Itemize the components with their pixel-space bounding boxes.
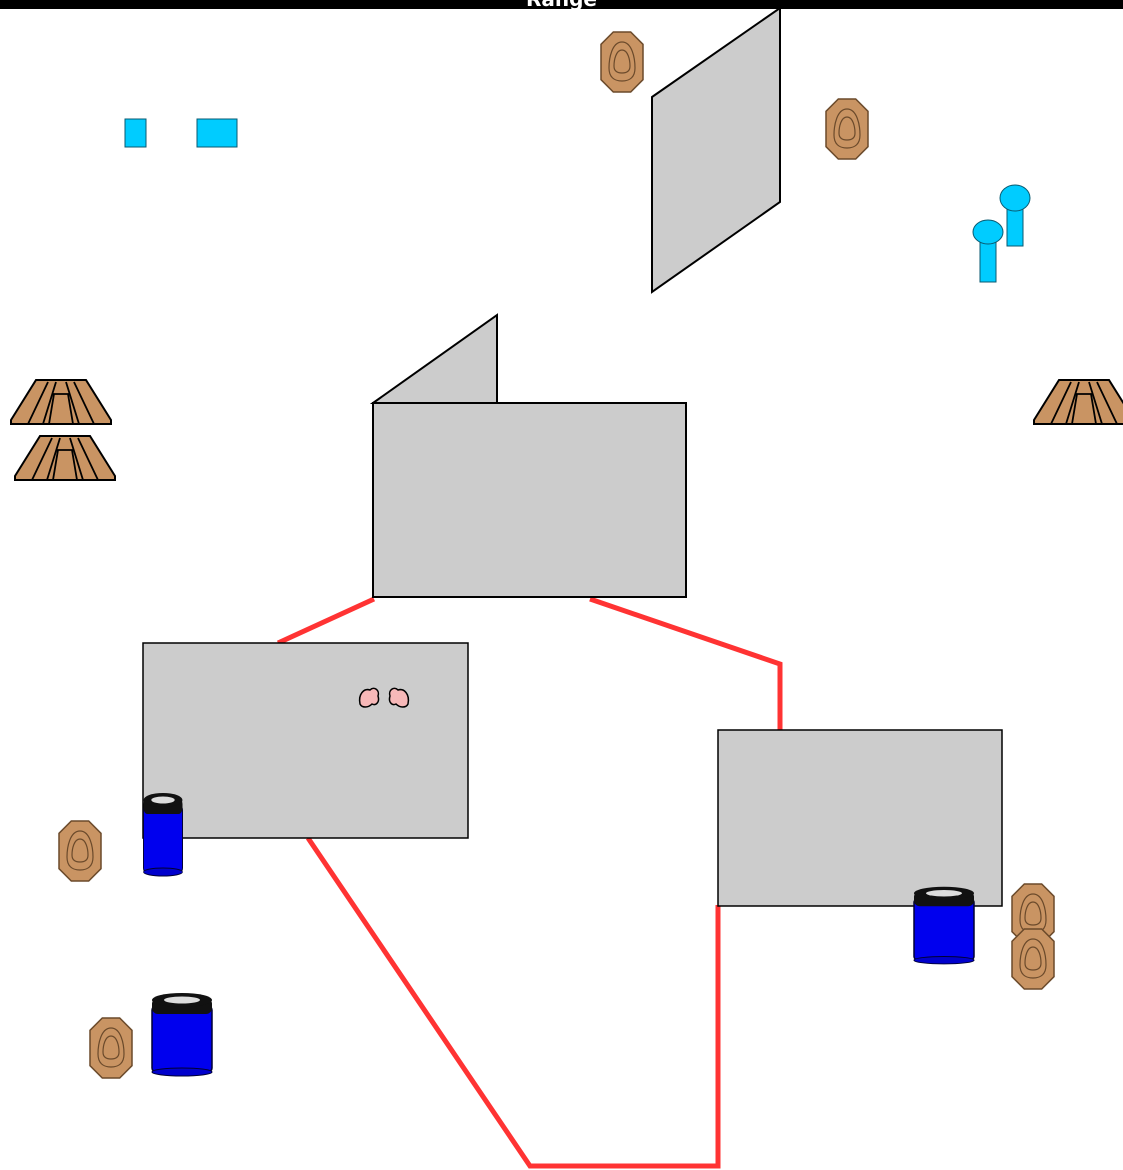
octagon-target-icon[interactable] xyxy=(1012,929,1054,989)
route-line xyxy=(278,599,374,643)
box-icon[interactable] xyxy=(197,119,237,147)
octagon-target-icon[interactable] xyxy=(59,821,101,881)
stacked-target-icon[interactable] xyxy=(15,436,115,480)
barrel-icon[interactable] xyxy=(144,793,183,876)
box-icon[interactable] xyxy=(125,119,146,147)
octagon-target-icon[interactable] xyxy=(826,99,868,159)
wall-angled-top[interactable] xyxy=(652,8,780,292)
wall-right[interactable] xyxy=(718,730,1002,906)
route-line xyxy=(590,599,780,730)
route-line xyxy=(308,838,718,1166)
barrel-icon[interactable] xyxy=(914,887,974,964)
wall-center[interactable] xyxy=(373,403,686,597)
stacked-target-icon[interactable] xyxy=(1034,380,1123,424)
pin-icon[interactable] xyxy=(973,220,1003,282)
wall-wing[interactable] xyxy=(373,315,497,403)
barrel-icon[interactable] xyxy=(152,993,212,1076)
pin-icon[interactable] xyxy=(1000,185,1030,246)
octagon-target-icon[interactable] xyxy=(90,1018,132,1078)
stacked-target-icon[interactable] xyxy=(11,380,111,424)
wall-left[interactable] xyxy=(143,643,468,838)
octagon-target-icon[interactable] xyxy=(601,32,643,92)
